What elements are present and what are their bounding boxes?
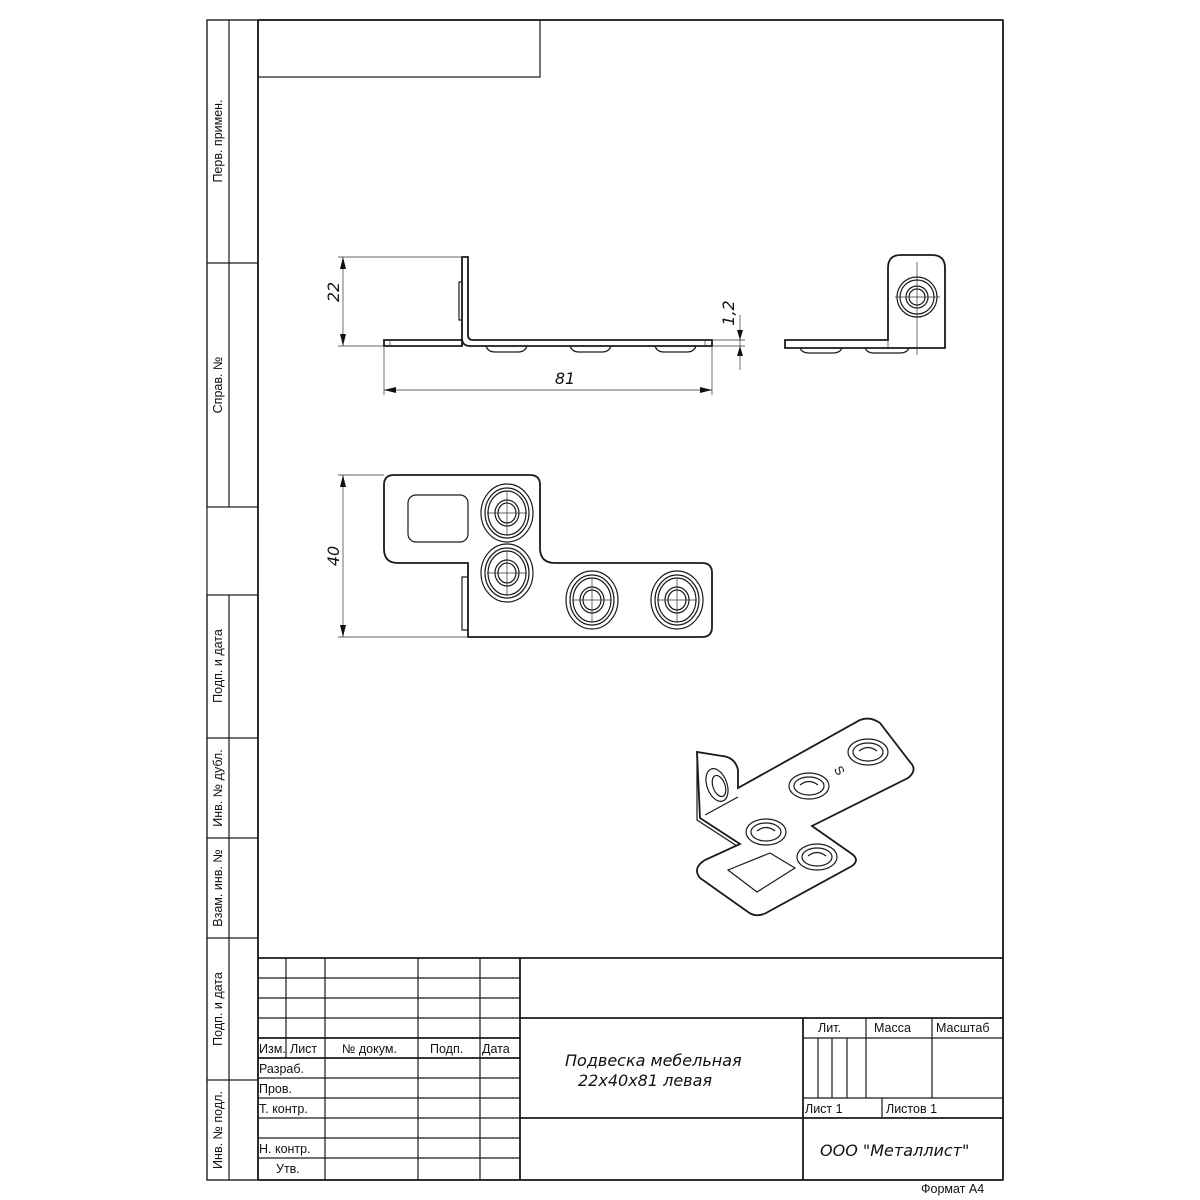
sprav-no-label: Справ. № (211, 357, 225, 414)
sheet-number: Лист 1 (805, 1102, 843, 1116)
side-view (784, 254, 946, 355)
dim-height: 22 (324, 282, 343, 302)
format-label: Формат А4 (921, 1182, 984, 1196)
iso-marking: S (831, 764, 847, 778)
header-podp: Подп. (430, 1042, 463, 1056)
podp-data-label-2: Подп. и дата (211, 972, 225, 1046)
part-title-line1: Подвеска мебельная (565, 1051, 742, 1070)
iso-hole (745, 818, 787, 846)
header-list: Лист (290, 1042, 317, 1056)
isometric-view: S (696, 717, 915, 917)
header-data: Дата (482, 1042, 510, 1056)
inv-dubl-label: Инв. № дубл. (211, 749, 225, 826)
sheets-total: Листов 1 (886, 1102, 937, 1116)
massa-label: Масса (874, 1021, 911, 1035)
iso-holes (745, 738, 889, 871)
inv-podl-label: Инв. № подл. (211, 1091, 225, 1169)
hole (565, 570, 619, 630)
iso-hole (847, 738, 889, 766)
role-prov: Пров. (259, 1082, 292, 1096)
vzam-inv-label: Взам. инв. № (211, 849, 225, 926)
hole (480, 483, 534, 543)
company-name: ООО "Металлист" (820, 1141, 969, 1160)
podp-data-label: Подп. и дата (211, 629, 225, 703)
role-t-kontr: Т. контр. (259, 1102, 308, 1116)
role-n-kontr: Н. контр. (259, 1142, 311, 1156)
dim-width: 40 (324, 546, 343, 566)
header-izm: Изм. (259, 1042, 286, 1056)
countersunk-holes (480, 483, 704, 630)
header-dokum: № докум. (342, 1042, 397, 1056)
lit-label: Лит. (818, 1021, 841, 1035)
role-utv: Утв. (276, 1162, 300, 1176)
top-view: 40 (324, 474, 713, 638)
front-view: 22 81 1,2 (324, 256, 745, 395)
side-strip: Перв. примен. Справ. № Подп. и дата Инв.… (206, 19, 259, 1181)
dim-thickness: 1,2 (719, 300, 738, 325)
part-title-line2: 22x40x81 левая (578, 1071, 712, 1090)
dim-length: 81 (555, 369, 575, 388)
hole (650, 570, 704, 630)
role-razrab: Разраб. (259, 1062, 304, 1076)
hole (480, 543, 534, 603)
iso-hole (796, 843, 838, 871)
title-block: Изм. Лист № докум. Подп. Дата Разраб. Пр… (258, 957, 1003, 1196)
masshtab-label: Масштаб (936, 1021, 989, 1035)
perv-primen-label: Перв. примен. (211, 99, 225, 182)
iso-hole (788, 772, 830, 800)
